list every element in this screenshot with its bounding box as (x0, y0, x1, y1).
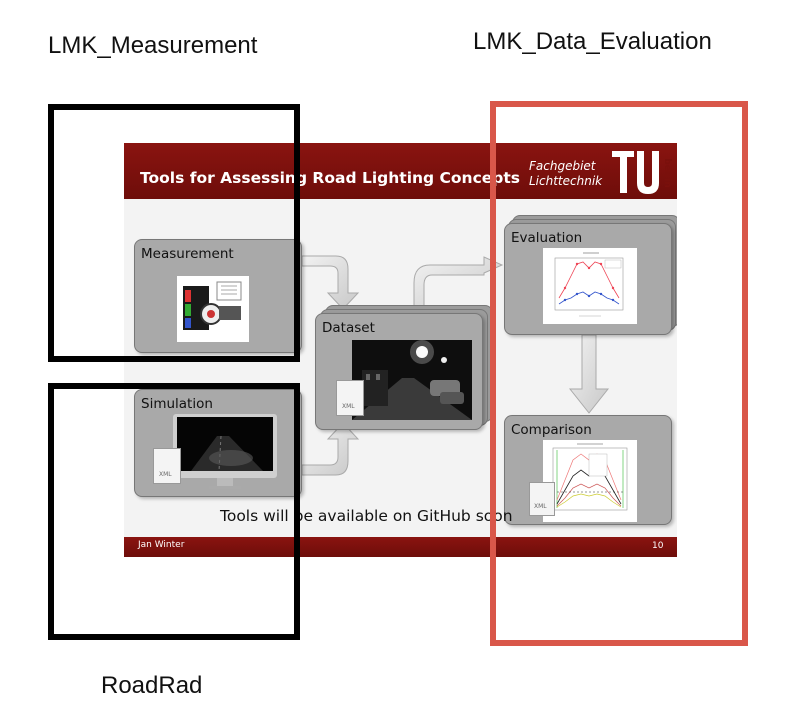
logo-text: berlin (662, 158, 672, 188)
roadrad-frame (48, 383, 300, 640)
slide-header: Tools for Assessing Road Lighting Concep… (124, 143, 677, 199)
org-line-2: Lichttechnik (529, 174, 603, 188)
slide-footer: Jan Winter 10 (124, 537, 677, 557)
slide-organization: Fachgebiet Lichttechnik (529, 159, 602, 189)
lmk-measurement-frame (48, 104, 300, 362)
arrow-evaluation-comparison (568, 334, 610, 414)
evaluation-box: Evaluation (504, 223, 672, 335)
dataset-box: Dataset XML (315, 313, 483, 430)
lmk-measurement-label: LMK_Measurement (48, 32, 258, 59)
dataset-box-label: Dataset (322, 320, 375, 336)
measurement-box-label: Measurement (141, 246, 234, 262)
comparison-box-label: Comparison (511, 422, 592, 438)
simulation-box-label: Simulation (141, 396, 213, 412)
measurement-box: Measurement (134, 239, 302, 353)
slide-title: Tools for Assessing Road Lighting Concep… (140, 169, 521, 187)
org-line-1: Fachgebiet (529, 159, 596, 173)
github-availability-note: Tools will be available on GitHub soon (220, 507, 513, 525)
lmk-data-evaluation-label: LMK_Data_Evaluation (473, 28, 712, 55)
slide-page-number: 10 (652, 541, 664, 551)
dataset-file-icon: XML (336, 380, 364, 416)
tu-berlin-logo: berlin (612, 151, 672, 194)
dataset-file-label: XML (342, 403, 355, 410)
comparison-plot-thumbnail (543, 440, 637, 522)
roadrad-label: RoadRad (101, 672, 203, 699)
comparison-file-icon: XML (529, 482, 555, 516)
comparison-box: Comparison XML (504, 415, 672, 525)
camera-device-image (177, 276, 249, 342)
simulation-box: Simulation XML (134, 389, 302, 497)
evaluation-box-label: Evaluation (511, 230, 583, 246)
night-street-image (352, 340, 472, 420)
arrow-measurement-dataset (301, 255, 360, 310)
arrow-dataset-evaluation (413, 256, 504, 310)
presentation-slide: Tools for Assessing Road Lighting Concep… (124, 143, 677, 557)
simulation-file-icon: XML (153, 448, 181, 484)
simulation-file-label: XML (159, 471, 172, 478)
evaluation-plot-thumbnail (543, 248, 637, 324)
lmk-data-evaluation-frame (490, 101, 748, 646)
arrow-simulation-dataset (301, 422, 360, 476)
slide-author: Jan Winter (138, 540, 185, 550)
comparison-file-label: XML (534, 503, 547, 510)
monitor-render-image (173, 414, 277, 489)
